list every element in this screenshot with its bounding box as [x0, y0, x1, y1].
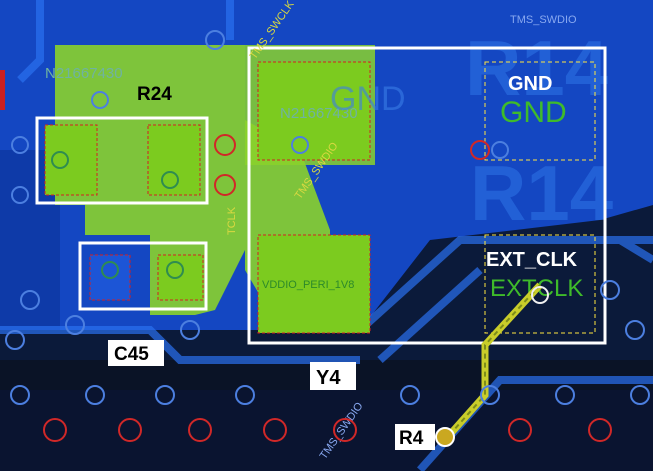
r4-label-bg [395, 424, 435, 450]
via-blue [11, 186, 29, 204]
c45-label-bg [108, 340, 164, 366]
c45-label: C45 [114, 344, 149, 365]
via-blue [291, 136, 309, 154]
ext-clk-trace-dash [444, 284, 541, 441]
via-blue [101, 261, 119, 279]
via-red [263, 418, 287, 442]
via-blue [205, 30, 225, 50]
via-blue [85, 385, 105, 405]
y4-extclk-label: EXT_CLK [486, 249, 578, 271]
c45-pad-2[interactable] [157, 254, 204, 301]
via-blue [180, 320, 200, 340]
r24-outline[interactable] [35, 116, 209, 205]
y4-pad-top-left[interactable] [257, 61, 371, 161]
via-blue [91, 91, 109, 109]
via-red [214, 134, 236, 156]
via-blue [630, 385, 650, 405]
via-blue [555, 385, 575, 405]
r14-watermark-bottom: R14 [470, 149, 613, 237]
r4-pad[interactable] [435, 427, 455, 447]
via-blue [400, 385, 420, 405]
via-blue [51, 151, 69, 169]
net-label-n1: N21667430 [45, 65, 123, 82]
via-red [118, 418, 142, 442]
net-label-vdd-peri: VDDIO_PERI_1V8 [262, 279, 354, 291]
y4-pad-bottom-right[interactable] [484, 234, 596, 334]
left-edge-marker [0, 70, 5, 110]
c45-outline[interactable] [78, 241, 208, 311]
copper-lower-band [0, 390, 653, 471]
via-blue [65, 315, 85, 335]
via-red [188, 418, 212, 442]
via-red [214, 174, 236, 196]
via-red [333, 418, 357, 442]
r24-label: R24 [137, 84, 172, 105]
via-red [508, 418, 532, 442]
net-label-tclk: TCLK [226, 206, 238, 235]
via-red [470, 140, 490, 160]
via-blue [166, 261, 184, 279]
y4-pad-top-right[interactable] [484, 61, 596, 161]
net-label-gnd-bg: GND [330, 80, 406, 118]
via-blue [161, 171, 179, 189]
via-blue [5, 330, 25, 350]
via-blue [625, 320, 645, 340]
y4-gnd-net: GND [500, 96, 567, 129]
r24-pad-1[interactable] [44, 124, 98, 196]
y4-pad-bottom-left[interactable] [257, 234, 371, 334]
r4-label: R4 [399, 428, 424, 449]
via-blue [10, 385, 30, 405]
y4-label: Y4 [316, 367, 341, 389]
via-blue [235, 385, 255, 405]
via-group[interactable] [5, 30, 650, 442]
r14-watermark-top: R14 [465, 24, 608, 112]
via-blue [531, 286, 549, 304]
via-blue [20, 290, 40, 310]
y4-label-bg [310, 362, 356, 390]
via-red [588, 418, 612, 442]
via-blue [155, 385, 175, 405]
net-label-n2: N21667430 [280, 105, 358, 122]
via-blue [480, 385, 500, 405]
via-blue [11, 136, 29, 154]
net-label-tms-swdio-top: TMS_SWDIO [510, 14, 577, 26]
y4-outline[interactable] [247, 46, 607, 345]
r24-pad-2[interactable] [147, 124, 201, 196]
via-blue [491, 141, 509, 159]
y4-gnd-label: GND [508, 73, 552, 95]
via-blue [600, 280, 620, 300]
via-red [43, 418, 67, 442]
